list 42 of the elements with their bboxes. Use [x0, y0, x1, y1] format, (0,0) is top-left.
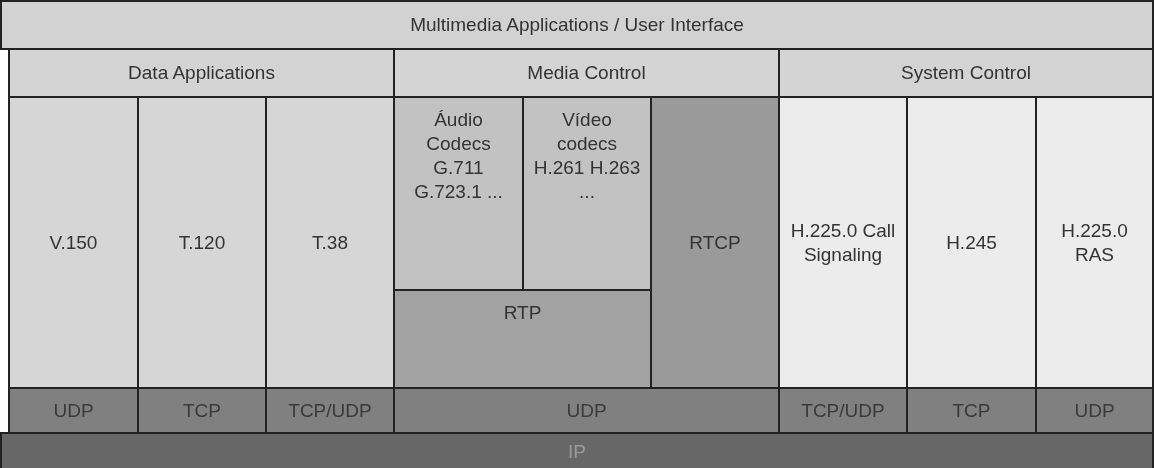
- group-header: [778, 48, 1154, 98]
- protocol-box: [778, 96, 908, 389]
- protocol-label: Multimedia Applications / User Interface: [409, 13, 745, 37]
- transport-box: [137, 387, 267, 434]
- codec-box: [393, 96, 524, 291]
- protocol-label: UDP: [565, 398, 608, 423]
- protocol-label: RTP: [502, 301, 543, 325]
- transport-box: [393, 387, 780, 434]
- protocol-label: V.150: [48, 230, 99, 255]
- group-header: [8, 48, 395, 98]
- protocol-label: H.245: [945, 230, 998, 255]
- protocol-box: [906, 96, 1037, 389]
- protocol-label: T.120: [177, 230, 227, 255]
- protocol-label: Media Control: [526, 61, 647, 85]
- codec-box: [522, 96, 652, 291]
- protocol-box: [650, 96, 780, 389]
- protocol-label: Data Applications: [127, 61, 276, 85]
- protocol-label: TCP: [182, 398, 222, 423]
- network-layer-band: [0, 432, 1154, 468]
- protocol-label: RTCP: [688, 230, 742, 255]
- protocol-box: [137, 96, 267, 389]
- protocol-label: UDP: [52, 398, 95, 423]
- protocol-label: H.225.0 Call Signaling: [789, 218, 897, 267]
- protocol-label: TCP: [951, 398, 992, 423]
- protocol-box: [265, 96, 395, 389]
- protocol-label: H.225.0 RAS: [1060, 218, 1129, 267]
- transport-box: [906, 387, 1037, 434]
- protocol-label: TCP/UDP: [800, 398, 886, 423]
- group-header: [393, 48, 780, 98]
- protocol-label: Vídeo codecs H.261 H.263 ...: [532, 108, 642, 204]
- layer-band: [0, 0, 1154, 50]
- protocol-label: System Control: [900, 61, 1032, 85]
- transport-box: [265, 387, 395, 434]
- transport-box: [8, 387, 139, 434]
- transport-box: [778, 387, 908, 434]
- protocol-label: TCP/UDP: [287, 398, 373, 423]
- protocol-label: T.38: [311, 230, 349, 255]
- protocol-box: [8, 96, 139, 389]
- transport-box: [1035, 387, 1154, 434]
- protocol-label: UDP: [1073, 398, 1116, 423]
- protocol-box: [1035, 96, 1154, 389]
- protocol-label: Áudio Codecs G.711 G.723.1 ...: [413, 108, 504, 204]
